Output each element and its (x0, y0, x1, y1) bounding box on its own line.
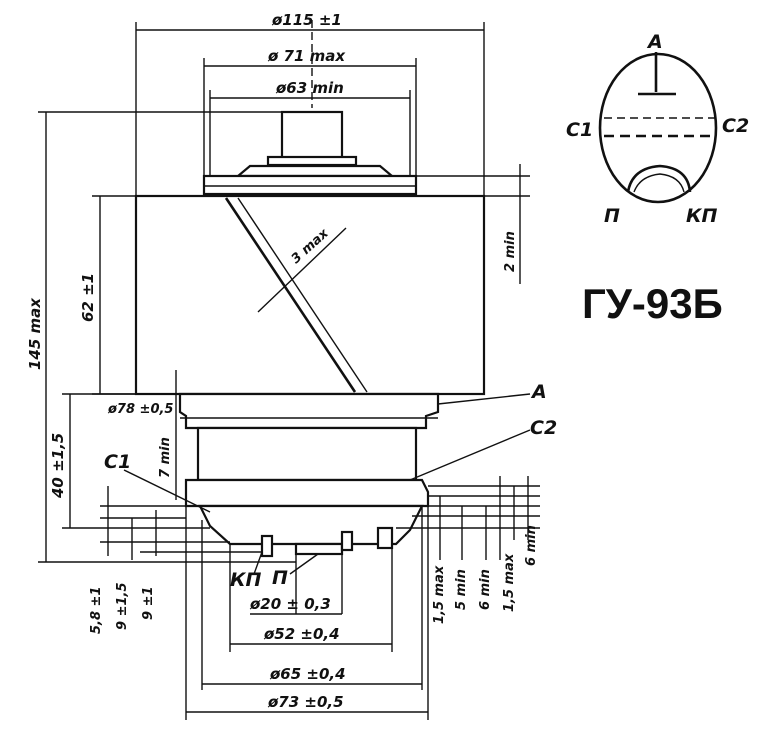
dim-d52: ø52 ±0,4 (263, 625, 340, 643)
dim-d115: ø115 ±1 (271, 11, 342, 29)
dim-d20: ø20 ± 0,3 (249, 595, 331, 613)
leader-anode: А (530, 381, 547, 403)
cap-base (234, 164, 396, 178)
symbol-cathode-filament: КП (686, 205, 718, 227)
lid (202, 174, 418, 196)
dim-h9a: 9 ±1,5 (115, 583, 130, 631)
dim-h58: 5,8 ±1 (89, 587, 104, 635)
radiator (134, 194, 486, 396)
dim-h145: 145 max (26, 297, 44, 370)
top-cap (280, 110, 344, 162)
cap-flange (266, 155, 358, 167)
dimension-labels: ø115 ±1 ø 71 max ø63 min ø78 ±0,5 3 max … (26, 11, 539, 711)
dim-h9b: 9 ±1 (141, 586, 156, 620)
filament-arc (633, 173, 685, 193)
dim-d65: ø65 ±0,4 (269, 665, 346, 683)
dim-d73: ø73 ±0,5 (267, 693, 344, 711)
fin-line (224, 197, 357, 393)
dim-h62: 62 ±1 (79, 273, 97, 322)
dim-d63: ø63 min (275, 79, 344, 97)
dimension-lines (38, 20, 540, 720)
leader-grid2: С2 (530, 417, 557, 439)
dim-h15b: 1,5 max (502, 553, 517, 612)
neck (196, 426, 418, 482)
pin-center (294, 542, 344, 556)
envelope-circle (598, 52, 718, 204)
dim-h15a: 1,5 max (432, 565, 447, 624)
leader-filament: П (272, 567, 288, 589)
tube-title: ГУ-93Б (582, 280, 723, 327)
dim-d71: ø 71 max (267, 47, 346, 65)
leader-cathode-filament: КП (230, 569, 262, 591)
symbol-grid1: С1 (566, 119, 593, 141)
cathode-arc (626, 164, 692, 193)
anode-flange (178, 392, 440, 430)
leader-grid1: С1 (104, 451, 131, 473)
tube-outline (134, 110, 486, 558)
symbol-filament: П (604, 205, 620, 227)
symbol-anode: А (646, 31, 663, 53)
dim-h6b: 6 min (524, 525, 539, 566)
dim-h7: 7 min (158, 437, 173, 478)
dim-h6a: 6 min (478, 569, 493, 610)
dim-h40: 40 ±1,5 (49, 433, 67, 499)
dim-d78: ø78 ±0,5 (107, 402, 173, 417)
tube-symbol: А С1 С2 П КП (566, 31, 749, 227)
dim-h2: 2 min (503, 231, 518, 272)
leader-labels: А С2 С1 КП П (104, 381, 557, 591)
symbol-grid2: С2 (722, 115, 749, 137)
grid-flange (184, 478, 430, 508)
dim-h5: 5 min (454, 569, 469, 610)
